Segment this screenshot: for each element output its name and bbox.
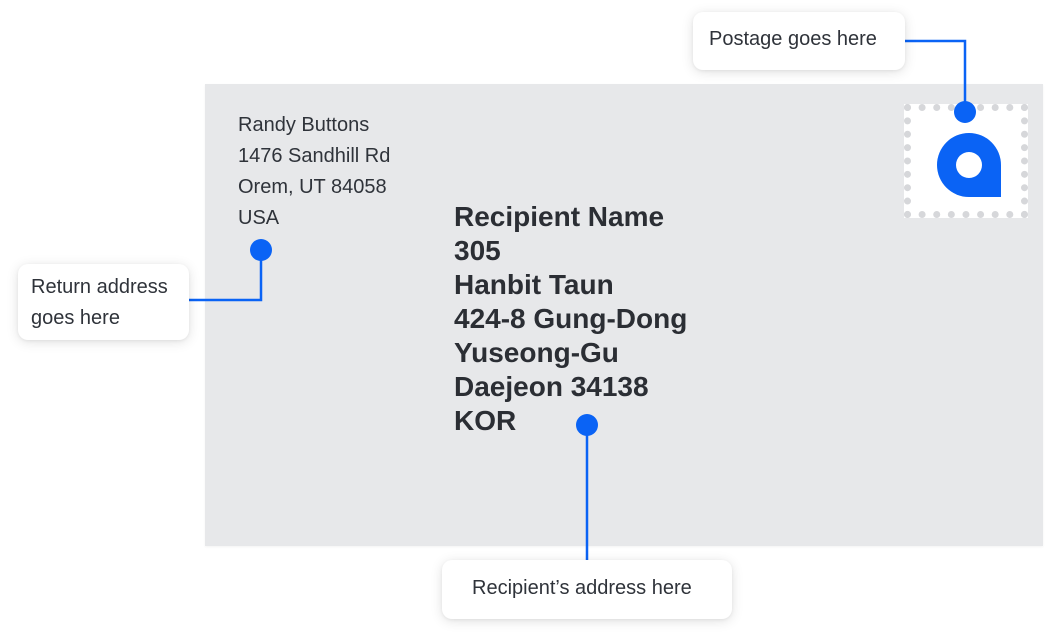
return-marker-dot <box>250 239 272 261</box>
brand-logo-icon <box>937 133 1001 197</box>
recipient-address-line: 424-8 Gung-Dong <box>454 303 688 334</box>
recipient-address-line: Daejeon 34138 <box>454 371 649 402</box>
return-address-line: USA <box>238 207 280 229</box>
recipient-address-line: KOR <box>454 405 517 436</box>
return-address-line: 1476 Sandhill Rd <box>238 145 391 167</box>
recipient-address: Recipient Name 305 Hanbit Taun 424-8 Gun… <box>454 200 687 438</box>
recipient-address-line: 305 <box>454 235 501 266</box>
return-callout-line: goes here <box>31 307 120 329</box>
return-address-line: Orem, UT 84058 <box>238 176 387 198</box>
return-address: Randy Buttons 1476 Sandhill Rd Orem, UT … <box>238 110 390 234</box>
recipient-marker-dot <box>576 414 598 436</box>
recipient-address-line: Recipient Name <box>454 201 665 232</box>
postage-callout: Postage goes here <box>693 12 905 70</box>
recipient-address-line: Hanbit Taun <box>454 269 614 300</box>
return-callout-line: Return address <box>31 276 168 298</box>
return-address-callout: Return address goes here <box>18 264 189 340</box>
postage-stamp <box>904 104 1028 218</box>
recipient-callout: Recipient’s address here <box>442 560 732 619</box>
return-leader-line <box>189 250 263 302</box>
return-address-line: Randy Buttons <box>238 114 370 136</box>
stamp-face <box>915 115 1017 207</box>
envelope <box>205 84 1043 546</box>
postage-marker-dot <box>954 101 976 123</box>
recipient-address-line: Yuseong-Gu <box>454 337 619 368</box>
postage-leader-line <box>905 39 967 112</box>
